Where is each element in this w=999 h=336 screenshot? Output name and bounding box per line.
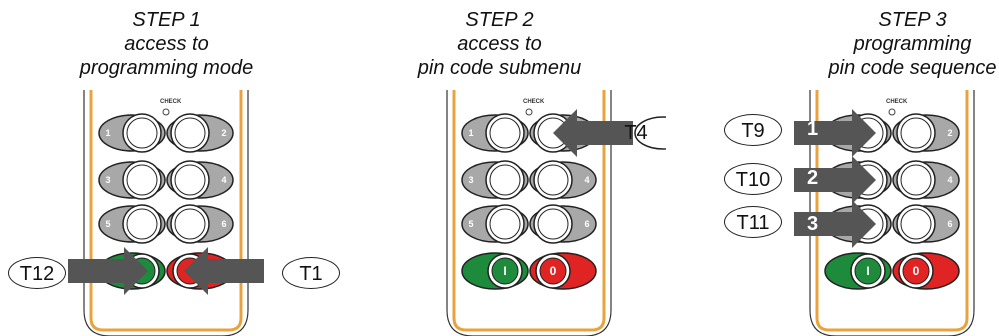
label-t10: T10 — [724, 163, 782, 195]
step-1-line2: access to — [124, 33, 209, 55]
step-1-panel: STEP 1 access to programming mode 1 2 3 4 5 6… — [0, 0, 340, 336]
step-3-panel: STEP 3 programming pin code sequence 1 2 3… — [666, 0, 999, 336]
step-2-panel: STEP 2 access to pin code submenu 123456… — [333, 0, 666, 336]
key-5-button — [126, 208, 158, 240]
step-3-title: STEP 3 — [878, 9, 947, 31]
check-label: CHECK — [523, 99, 545, 105]
sequence-1: 1 — [807, 118, 819, 140]
remote-frame — [815, 90, 969, 332]
key-3-label: 3 — [468, 175, 473, 185]
key-6-button — [174, 208, 206, 240]
key-4-label: 4 — [947, 175, 952, 185]
key-2-label: 2 — [947, 128, 952, 138]
sequence-3: 3 — [807, 213, 819, 235]
key-1-label: 1 — [468, 128, 473, 138]
step-3-remote: 123456I0 — [794, 90, 975, 336]
on-button — [854, 257, 882, 285]
key-2-button — [900, 117, 932, 149]
check-led — [888, 108, 896, 116]
key-2-button — [174, 117, 206, 149]
step-3-caption: STEP 3 programming pin code sequence — [746, 8, 999, 80]
key-5-button — [489, 208, 521, 240]
check-led — [525, 108, 533, 116]
label-t9: T9 — [724, 114, 782, 146]
key-4-button — [537, 164, 569, 196]
off-button — [539, 257, 567, 285]
arrow-to-on — [68, 247, 148, 295]
check-label: CHECK — [160, 99, 182, 105]
step-2-title: STEP 2 — [465, 9, 534, 31]
remote-frame — [452, 90, 606, 332]
label-t11: T11 — [724, 206, 782, 238]
step-3-line3: pin code sequence — [828, 57, 997, 79]
arrow-to-off — [184, 247, 264, 295]
arrow-to-key-2 — [553, 109, 633, 157]
key-6-label: 6 — [584, 219, 589, 229]
key-5-label: 5 — [468, 219, 473, 229]
check-label: CHECK — [886, 99, 908, 105]
key-6-button — [537, 208, 569, 240]
step-2-remote: 123456I0 — [446, 90, 666, 336]
on-button-label: I — [503, 264, 506, 278]
arrow-seq-3 — [794, 200, 876, 248]
key-6-label: 6 — [221, 219, 226, 229]
key-6-label: 6 — [947, 219, 952, 229]
label-t1: T1 — [282, 257, 340, 289]
key-3-button — [489, 164, 521, 196]
key-5-label: 5 — [105, 219, 110, 229]
key-6-button — [900, 208, 932, 240]
step-1-remote: 123456I0 — [68, 90, 264, 336]
key-1-button — [489, 117, 521, 149]
on-button — [491, 257, 519, 285]
sequence-2: 2 — [807, 167, 819, 189]
step-1-caption: STEP 1 access to programming mode — [0, 8, 333, 80]
label-t12: T12 — [8, 257, 66, 289]
label-t4-oval — [634, 116, 666, 150]
step-3-line2: programming — [853, 33, 972, 55]
step-2-line3: pin code submenu — [417, 57, 582, 79]
key-4-label: 4 — [221, 175, 226, 185]
off-button-label: 0 — [550, 264, 557, 278]
key-2-label: 2 — [221, 128, 226, 138]
key-1-button — [126, 117, 158, 149]
key-3-label: 3 — [105, 175, 110, 185]
on-button-label: I — [866, 264, 869, 278]
off-button — [902, 257, 930, 285]
remote-frame — [89, 90, 243, 332]
step-1-line3: programming mode — [79, 57, 254, 79]
key-1-label: 1 — [105, 128, 110, 138]
key-4-label: 4 — [584, 175, 589, 185]
label-t4: T4 — [624, 122, 648, 144]
step-2-caption: STEP 2 access to pin code submenu — [333, 8, 666, 80]
key-4-button — [900, 164, 932, 196]
step-2-line2: access to — [457, 33, 542, 55]
key-3-button — [126, 164, 158, 196]
step-1-title: STEP 1 — [132, 9, 201, 31]
arrow-seq-1 — [794, 109, 876, 157]
check-led — [162, 108, 170, 116]
off-button-label: 0 — [913, 264, 920, 278]
arrow-seq-2 — [794, 156, 876, 204]
key-4-button — [174, 164, 206, 196]
